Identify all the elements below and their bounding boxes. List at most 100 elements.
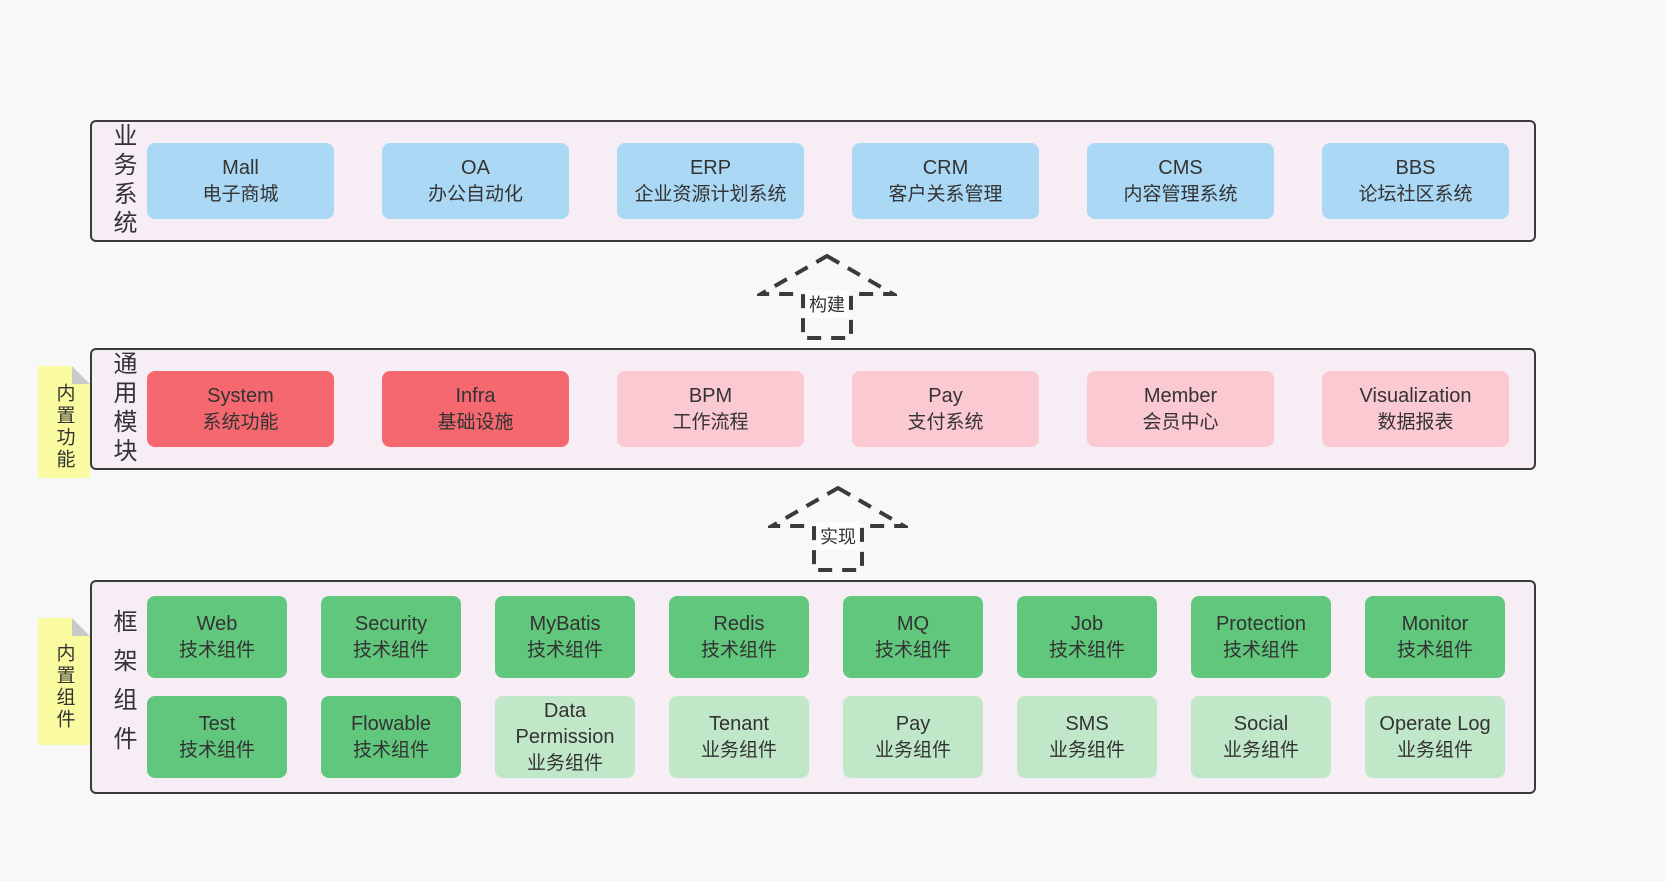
box-job: Job 技术组件 — [1017, 596, 1157, 678]
box-subtitle: 技术组件 — [178, 639, 255, 661]
box-subtitle: 业务组件 — [1048, 739, 1125, 761]
box-title: Tenant — [708, 713, 770, 736]
box-title: Protection — [1215, 613, 1307, 636]
box-subtitle: 工作流程 — [672, 411, 749, 433]
box-title: MQ — [896, 613, 930, 636]
box-title: ERP — [689, 156, 732, 179]
box-test: Test 技术组件 — [147, 696, 287, 778]
box-title: Test — [198, 713, 236, 736]
box-subtitle: 技术组件 — [700, 639, 777, 661]
box-subtitle: 系统功能 — [202, 411, 279, 433]
box-subtitle: 技术组件 — [874, 639, 951, 661]
box-subtitle: 支付系统 — [907, 411, 984, 433]
box-row: Mall 电子商城 OA 办公自动化 ERP 企业资源计划系统 CRM 客户关系管理 CMS 内容… — [147, 143, 1528, 219]
box-title: CMS — [1158, 156, 1203, 179]
box-data-permission: Data Permission 业务组件 — [495, 696, 635, 778]
box-subtitle: 业务组件 — [1396, 739, 1473, 761]
box-subtitle: 数据报表 — [1377, 411, 1454, 433]
box-protection: Protection 技术组件 — [1191, 596, 1331, 678]
box-subtitle: 技术组件 — [1396, 639, 1473, 661]
box-mq: MQ 技术组件 — [843, 596, 983, 678]
sticky-note-built-in-components: 内置组件 — [38, 618, 90, 745]
box-crm: CRM 客户关系管理 — [852, 143, 1039, 219]
box-subtitle: 基础设施 — [437, 411, 514, 433]
sticky-note-label: 内置功能 — [53, 383, 75, 471]
box-bbs: BBS 论坛社区系统 — [1322, 143, 1509, 219]
section-title: 业务系统 — [109, 123, 136, 239]
box-redis: Redis 技术组件 — [669, 596, 809, 678]
section-title: 通用模块 — [109, 351, 136, 467]
box-title: Job — [1070, 613, 1104, 636]
box-title: Social — [1233, 713, 1289, 736]
box-erp: ERP 企业资源计划系统 — [617, 143, 804, 219]
folded-corner-icon — [72, 618, 90, 636]
box-title: Member — [1143, 384, 1218, 407]
box-title: OA — [461, 156, 490, 179]
box-pay: Pay 支付系统 — [852, 371, 1039, 447]
box-pay: Pay 业务组件 — [843, 696, 983, 778]
box-subtitle: 技术组件 — [352, 739, 429, 761]
box-operate-log: Operate Log 业务组件 — [1365, 696, 1505, 778]
box-title: Pay — [928, 384, 963, 407]
section-business-systems: 业务系统 Mall 电子商城 OA 办公自动化 ERP 企业资源计划系统 CRM 客户关系管理… — [90, 120, 1536, 242]
box-subtitle: 技术组件 — [1222, 639, 1299, 661]
box-subtitle: 电子商城 — [202, 183, 279, 205]
box-subtitle: 业务组件 — [874, 739, 951, 761]
box-subtitle: 企业资源计划系统 — [634, 183, 787, 205]
box-title: Pay — [895, 713, 931, 736]
box-title: SMS — [1065, 713, 1109, 736]
box-security: Security 技术组件 — [321, 596, 461, 678]
box-subtitle: 技术组件 — [352, 639, 429, 661]
box-web: Web 技术组件 — [147, 596, 287, 678]
box-grid: Mall 电子商城 OA 办公自动化 ERP 企业资源计划系统 CRM 客户关系管理 CMS 内容… — [147, 122, 1528, 240]
box-infra: Infra 基础设施 — [382, 371, 569, 447]
box-title: System — [207, 384, 274, 407]
box-subtitle: 业务组件 — [526, 752, 603, 774]
box-title: Mall — [222, 156, 259, 179]
box-title: BBS — [1395, 156, 1436, 179]
box-title: Redis — [713, 613, 765, 636]
arrow-build: 构建 — [757, 252, 897, 342]
box-title: Operate Log — [1379, 713, 1491, 736]
box-subtitle: 客户关系管理 — [888, 183, 1003, 205]
box-title: Flowable — [350, 713, 432, 736]
box-title: Infra — [455, 384, 496, 407]
folded-corner-icon — [72, 366, 90, 384]
box-title: Data Permission — [515, 700, 615, 749]
arrow-label: 实现 — [817, 522, 859, 550]
box-system: System 系统功能 — [147, 371, 334, 447]
box-subtitle: 技术组件 — [526, 639, 603, 661]
box-flowable: Flowable 技术组件 — [321, 696, 461, 778]
box-cms: CMS 内容管理系统 — [1087, 143, 1274, 219]
section-title: 框架组件 — [109, 609, 136, 765]
box-subtitle: 内容管理系统 — [1123, 183, 1238, 205]
box-subtitle: 办公自动化 — [427, 183, 523, 205]
box-visualization: Visualization 数据报表 — [1322, 371, 1509, 447]
box-title: Web — [196, 613, 238, 636]
box-subtitle: 论坛社区系统 — [1358, 183, 1473, 205]
box-title: Visualization — [1359, 384, 1472, 407]
box-subtitle: 技术组件 — [178, 739, 255, 761]
sticky-note-built-in-features: 内置功能 — [38, 366, 90, 478]
box-oa: OA 办公自动化 — [382, 143, 569, 219]
arrow-label: 构建 — [806, 290, 848, 318]
box-mall: Mall 电子商城 — [147, 143, 334, 219]
box-subtitle: 技术组件 — [1048, 639, 1125, 661]
box-title: Security — [354, 613, 428, 636]
box-title: CRM — [922, 156, 969, 179]
box-sms: SMS 业务组件 — [1017, 696, 1157, 778]
box-title: MyBatis — [529, 613, 601, 636]
arrow-implement: 实现 — [768, 484, 908, 574]
up-arrow-icon — [757, 253, 897, 340]
